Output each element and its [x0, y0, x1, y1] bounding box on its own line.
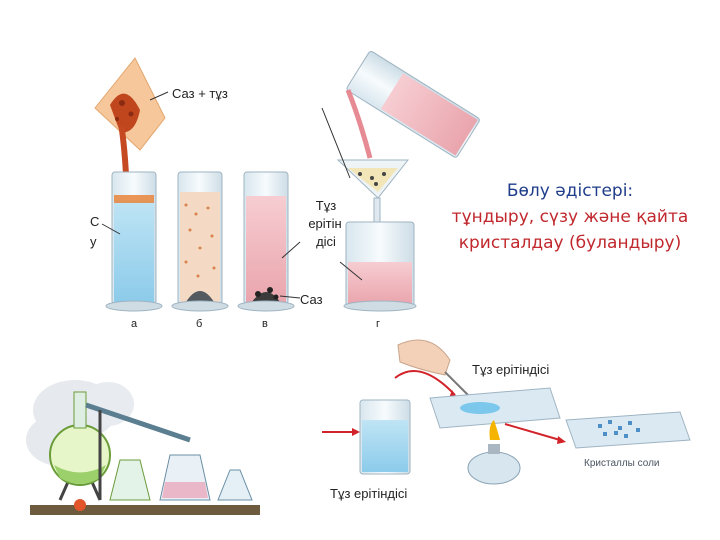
label-tube-a: а: [131, 318, 138, 330]
cylinder-v: [237, 171, 301, 312]
distillation-apparatus: [26, 380, 260, 515]
label-clay: Саз: [300, 292, 323, 307]
label-water-2: у: [90, 234, 97, 249]
label-salt-solution-top: Тұз ерітіндісі: [472, 362, 550, 377]
methods-title: Бөлу әдістері: тұндыру, сүзу және қайта …: [420, 178, 720, 256]
label-salt-solution-2: ерітін: [308, 216, 342, 231]
label-tube-g: г: [376, 318, 381, 330]
label-water-1: С: [90, 214, 100, 229]
label-clay-salt: Саз + тұз: [172, 86, 228, 101]
methods-heading: Бөлу әдістері:: [506, 181, 634, 201]
cylinder-a: [101, 171, 163, 312]
label-salt-solution-bottom: Тұз ерітіндісі: [330, 486, 408, 501]
methods-line-1: тұндыру, сүзу және қайта: [451, 207, 689, 227]
label-salt-crystals: Кристаллы соли: [584, 458, 660, 469]
filtration-setup: [321, 51, 480, 312]
label-salt-solution-1: Тұз: [315, 198, 337, 213]
recrystallization-setup: [322, 339, 691, 485]
cylinder-b: [171, 171, 229, 312]
paper-packet: [94, 57, 169, 203]
label-tube-b: б: [196, 318, 203, 330]
label-salt-solution-3: дісі: [316, 234, 336, 249]
methods-line-2: кристалдау (буландыру): [458, 233, 682, 253]
label-tube-v: в: [262, 318, 268, 330]
